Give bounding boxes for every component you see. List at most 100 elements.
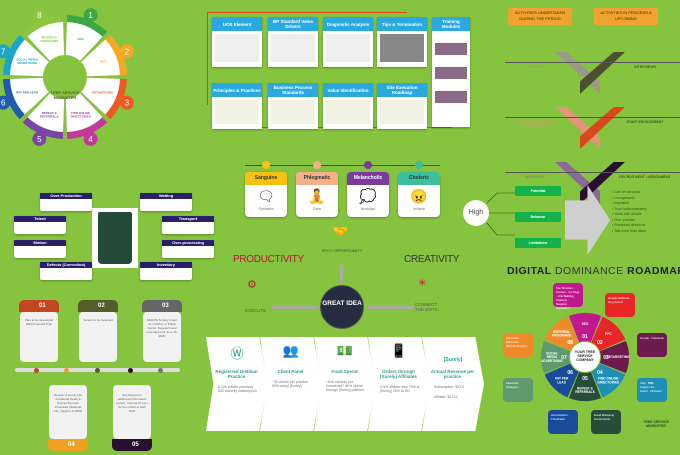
timeline-dot <box>64 368 69 373</box>
handshake-icon: 🤝 <box>333 224 348 238</box>
wheel-label: PPC <box>100 59 107 63</box>
wheel-segment-body <box>81 39 120 77</box>
waste-card: Transport <box>162 216 214 234</box>
temperament-card: Choleric😠Irritable <box>398 172 440 217</box>
roadmap-center: YOUR TREE SERVICE COMPANY <box>574 350 596 362</box>
waste-card: Over Production <box>40 193 92 211</box>
wheel-number: 2 <box>125 47 130 56</box>
branch-pill: Behavior <box>515 212 561 222</box>
roadmap-detail-box: HomeAdvisor · Thumbtack <box>548 410 578 434</box>
title-dominance: DOMINANCE <box>554 265 624 277</box>
wheel-number-badge <box>0 95 11 110</box>
wheel-segment-body <box>10 77 49 115</box>
wheel-number-badge <box>119 95 134 110</box>
wheel-logo: TREE SERVICE MARKETER <box>50 90 80 100</box>
timeline-card: MHCPE Tertiary Grant for Children of Pub… <box>143 312 181 362</box>
roadmap-detail-box: Email Marketing · Social Media <box>591 410 621 434</box>
roadmap-detail-box: Gift Cards · Discounts · Referral Progra… <box>503 333 533 357</box>
meditation-icon: 🧘 <box>308 188 326 204</box>
title-roadmap: ROADMAP <box>627 265 680 277</box>
wheel-number: 7 <box>1 47 6 56</box>
title-digital: DIGITAL <box>507 265 552 277</box>
timeline-card: Review of Group Life Accidental Death & … <box>49 385 87 439</box>
temperament-name: Melancholic <box>347 172 389 185</box>
trait-item: • Unorganized <box>612 195 635 200</box>
wheel-number: 6 <box>1 99 6 108</box>
wheel-segment-body <box>10 39 49 77</box>
waste-title: Over-processing <box>162 240 214 246</box>
timeline-text: MHCPE Tertiary Grant for Children of Pub… <box>146 318 178 338</box>
roadmap-number: 04 <box>597 370 603 376</box>
waste-card: Talent <box>14 216 66 234</box>
temperament-trait: Calm <box>312 207 322 211</box>
wheel-segment-body <box>81 77 120 115</box>
brand: [Surely] <box>443 357 463 363</box>
people-icon: 👥 <box>282 343 300 358</box>
roadmap-number: 02 <box>597 340 603 346</box>
waste-card: Over-processing <box>162 240 214 258</box>
waste-title: Over Production <box>40 193 92 199</box>
temperament-card: Sanguine🗨Optimistic <box>245 172 287 217</box>
great-idea-circle: GREAT IDEA <box>320 285 364 329</box>
trait-item: • Weak with details <box>612 212 642 216</box>
process-step-title: Business Process Standards <box>268 83 318 97</box>
revenue-subscription: Subscription: $XXX <box>434 385 465 389</box>
wheel-number: 5 <box>37 135 42 144</box>
waste-title: Talent <box>14 216 66 222</box>
roadmap-number: 07 <box>561 355 567 361</box>
roadmap-segment <box>544 316 579 351</box>
temperament-card: Phlegmatic🧘Calm <box>296 172 338 217</box>
wheel-number: 3 <box>125 99 130 108</box>
revenue-affiliate: Affiliate: $27XX <box>434 395 458 399</box>
person-speech-icon: 🗨 <box>257 188 275 204</box>
temperament-name: Choleric <box>398 172 440 185</box>
process-step: Site Execution Roadmap <box>377 83 427 129</box>
revenue-step-title: Client Panel <box>277 369 304 374</box>
temperament-card: Melancholic💭Nostalgic <box>347 172 389 217</box>
wheel-number-badge <box>83 131 98 146</box>
waste-title: Inventory <box>140 262 192 268</box>
revenue-step-title: Food Spend <box>331 369 358 374</box>
timeline-card: See Report for additional information (L… <box>113 385 151 439</box>
process-step: Principles & Practices <box>212 83 262 129</box>
activity-right-label: STAFF ENGAGEMENT <box>626 120 664 124</box>
high-node: High <box>463 200 489 226</box>
activity-right-label: RECRUITMENT / ASSIGNMENT <box>619 175 671 179</box>
timeline-badge: 01 <box>19 300 59 312</box>
thinking-icon: 💭 <box>359 188 377 204</box>
revenue-step-desc: 8-10k private practices $30 monthly subs… <box>218 385 257 393</box>
revenue-step: 💵Food Spend~$1k monthly per household? 5… <box>314 337 376 431</box>
revenue-step-title: Orders through [Surely] Affiliates <box>380 369 417 379</box>
branch-pill: Potential <box>515 186 561 196</box>
revenue-step-desc: ~30 clients per practice 50% adopt [Sure… <box>272 380 309 388</box>
productivity-label: PRODUCTIVITY <box>233 254 304 265</box>
training-modules: Training Modules <box>432 17 470 127</box>
timeline-card: Vendor to be Selected <box>79 312 117 362</box>
revenue-step-desc: 3-5% affiliate fees 75% to [Surely] 25% … <box>380 385 420 393</box>
timeline-badge: 05 <box>112 439 152 451</box>
roadmap-number: 01 <box>582 334 588 340</box>
roadmap-number: 03 <box>603 355 609 361</box>
waste-title: Motion <box>14 240 66 246</box>
roadmap-segment <box>599 340 629 374</box>
activity-line <box>505 62 680 63</box>
timeline-text: Plan to be developed 2020 Financial Plan <box>24 318 54 326</box>
wheel-label: RETARGETING <box>92 91 114 95</box>
roadmap-segment <box>541 340 571 374</box>
activity-line <box>505 172 680 173</box>
gears-icon: ⚙ <box>247 279 257 291</box>
revenue-step-desc: ~$1k monthly per household? 50% spend th… <box>326 380 365 392</box>
timeline-badge: 03 <box>142 300 182 312</box>
activities-right-header: ACTIVITIES IN PROCESS & UPCOMING <box>594 8 658 25</box>
wheel-segment-body <box>65 93 103 132</box>
temperament-dot <box>364 161 372 169</box>
roadmap-label: RETARGETING <box>607 355 630 359</box>
roadmap-detail-box: Facebook · Instagram <box>503 378 533 402</box>
waste-title: Transport <box>162 216 214 222</box>
temperament-name: Sanguine <box>245 172 287 185</box>
wheel-number: 8 <box>37 11 42 20</box>
timeline-badge: 04 <box>48 439 88 451</box>
wheel-number-badge <box>32 8 47 23</box>
